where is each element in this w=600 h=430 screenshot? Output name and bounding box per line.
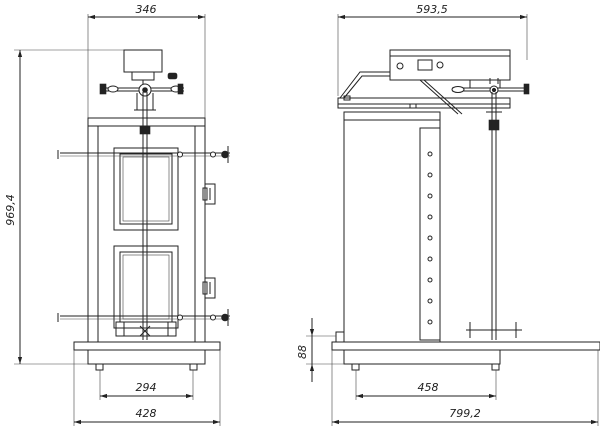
dim-text-969: 969,4 xyxy=(4,194,17,226)
side-spit-rod xyxy=(466,92,522,340)
side-motor-housing xyxy=(389,49,511,88)
dim-side-base-inner: 458 xyxy=(355,370,497,400)
dim-text-799: 799,2 xyxy=(449,407,481,420)
dim-text-88: 88 xyxy=(296,345,309,359)
side-hood xyxy=(337,71,511,115)
front-heater-upper xyxy=(113,147,179,231)
dim-text-458: 458 xyxy=(418,381,439,394)
dim-text-428: 428 xyxy=(136,407,157,420)
dim-front-base-inner: 294 xyxy=(99,370,194,400)
front-handle-bar xyxy=(99,72,184,111)
side-view: 593,5 xyxy=(296,3,600,426)
front-view: 346 969,4 xyxy=(4,3,230,426)
dim-text-346: 346 xyxy=(136,3,157,16)
dim-front-height: 969,4 xyxy=(4,49,128,365)
side-base xyxy=(331,331,600,371)
front-control-knob-upper xyxy=(202,183,216,205)
dim-text-593: 593,5 xyxy=(416,3,448,16)
front-skewer-upper xyxy=(57,146,230,163)
front-vertical-spit xyxy=(139,92,151,340)
dim-side-overall: 799,2 xyxy=(331,350,599,426)
dim-front-base-outer: 428 xyxy=(73,350,221,426)
side-handle xyxy=(451,78,530,95)
front-base xyxy=(73,341,221,371)
dim-side-base-height: 88 xyxy=(296,318,344,382)
side-burner-column xyxy=(427,151,433,325)
side-cabinet xyxy=(343,111,441,343)
dim-front-top-width: 346 xyxy=(87,3,206,120)
front-skewer-lower xyxy=(57,309,230,326)
dim-side-top-width: 593,5 xyxy=(337,3,528,96)
front-control-knob-lower xyxy=(202,277,216,299)
front-drip-tray xyxy=(115,321,177,337)
dim-text-294: 294 xyxy=(136,381,157,394)
